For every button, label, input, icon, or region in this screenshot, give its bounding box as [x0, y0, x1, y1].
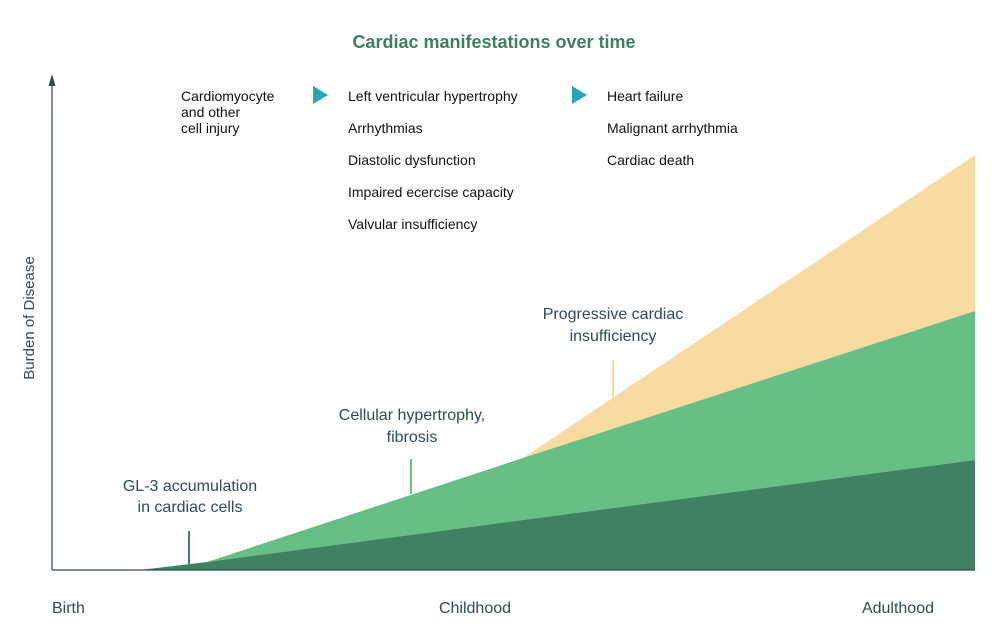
progression-col2-item: Diastolic dysfunction [348, 152, 476, 168]
progression-col2-item: Left ventricular hypertrophy [348, 88, 518, 104]
band-gl3-accumulation [140, 460, 975, 570]
stage-label-gl3-line1: GL-3 accumulation [123, 478, 257, 495]
stage-label-hypertrophy-line2: fibrosis [387, 429, 438, 446]
progression-col2-item: Arrhythmias [348, 120, 423, 136]
progression-col3-item: Cardiac death [607, 152, 694, 168]
play-triangle-icon [572, 86, 587, 104]
progression-col2-item: Valvular insufficiency [348, 216, 477, 232]
x-axis-label-adulthood: Adulthood [862, 600, 934, 617]
play-triangle-icon [313, 86, 328, 104]
stage-label-insufficiency-line2: insufficiency [570, 328, 657, 345]
progression-col1-line: cell injury [181, 120, 239, 136]
stage-label-hypertrophy-line1: Cellular hypertrophy, [339, 407, 485, 424]
progression-col3-item: Malignant arrhythmia [607, 120, 738, 136]
stage-label-insufficiency-line1: Progressive cardiac [543, 306, 684, 323]
progression-col1-line: and other [181, 104, 240, 120]
band-cellular-hypertrophy [207, 311, 975, 562]
band-progressive-insufficiency [523, 155, 975, 458]
y-axis-arrow-icon [48, 74, 56, 86]
y-axis-label: Burden of Disease [21, 256, 38, 379]
x-axis-label-childhood: Childhood [439, 600, 511, 617]
progression-col1-line: Cardiomyocyte [181, 88, 275, 104]
x-axis-label-birth: Birth [52, 600, 85, 617]
diagram-title: Cardiac manifestations over time [352, 32, 635, 52]
progression-col2-item: Impaired ecercise capacity [348, 184, 514, 200]
progression-col3-item: Heart failure [607, 88, 683, 104]
stage-label-gl3-line2: in cardiac cells [138, 499, 243, 516]
